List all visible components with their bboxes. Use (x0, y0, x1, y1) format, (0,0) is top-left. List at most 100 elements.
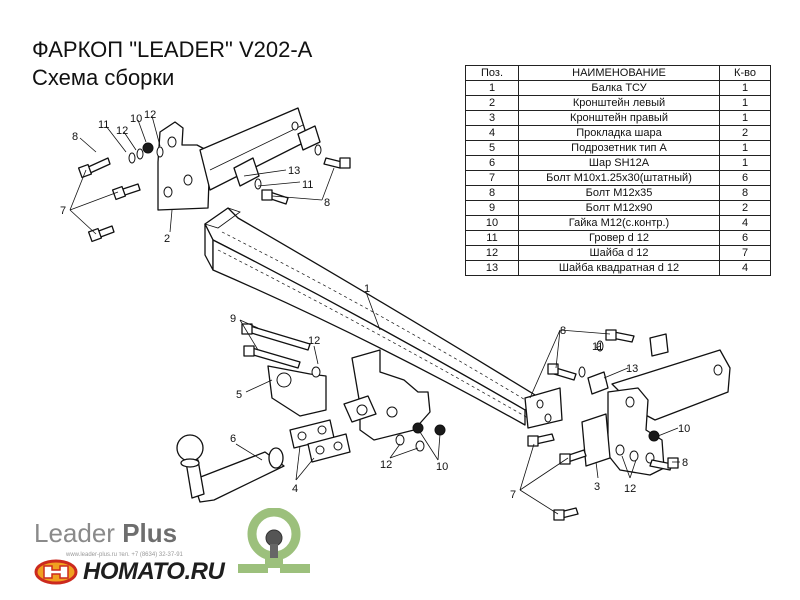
callout-2: 2 (164, 233, 170, 245)
callout-8: 8 (72, 131, 78, 143)
flat-washer (615, 444, 625, 456)
row-name: Шайба квадратная d 12 (518, 260, 720, 276)
callout-3: 3 (594, 481, 600, 493)
socket-hole (276, 372, 292, 388)
bolt-m12x35 (261, 189, 289, 205)
bolt-m12x35 (77, 157, 111, 179)
square-washer (587, 371, 609, 395)
spacer-hole (317, 425, 327, 435)
flat-washer (311, 366, 321, 378)
plate-hole (356, 404, 368, 416)
socket-holder (267, 365, 327, 417)
flat-washer (395, 434, 405, 446)
ball-spacers (289, 419, 351, 463)
callout-10: 10 (678, 423, 690, 435)
bolt-m10x30 (559, 449, 587, 465)
flat-washer (156, 146, 164, 158)
callout-13: 13 (288, 165, 300, 177)
fasteners (128, 142, 660, 462)
spring-washer (128, 152, 136, 164)
brand-name-bold: Plus (122, 518, 178, 548)
callout-10: 10 (130, 113, 142, 125)
nut-m12 (412, 422, 424, 434)
row-quantity: 1 (719, 140, 771, 156)
diagram-title: ФАРКОП "LEADER" V202-A (32, 37, 313, 62)
ball-mount-plates (343, 349, 431, 441)
callout-5: 5 (236, 389, 242, 401)
square-washer (649, 333, 669, 357)
bolt-m12x35 (605, 329, 635, 343)
flat-washer (629, 450, 639, 462)
nut-m12 (648, 430, 660, 442)
spring-washer (254, 178, 262, 190)
spring-washer (314, 144, 322, 156)
bracket-hole (183, 174, 193, 186)
callout-7: 7 (510, 489, 516, 501)
bolt-m10x30 (527, 433, 555, 447)
callout-8: 8 (324, 197, 330, 209)
row-position: 13 (465, 260, 519, 276)
callout-1: 1 (364, 283, 370, 295)
spring-washer (578, 366, 586, 378)
row-name: Подрозетник тип А (518, 140, 720, 156)
nut-m12 (434, 424, 446, 436)
bolt-m10x30 (87, 225, 115, 243)
callout-12: 12 (624, 483, 636, 495)
left-bracket (157, 107, 321, 211)
plate-hole (544, 413, 552, 423)
spacer-hole (315, 445, 325, 455)
flat-washer (136, 148, 144, 160)
callout-8: 8 (560, 325, 566, 337)
callout-11: 11 (592, 341, 603, 353)
bracket-hole (713, 364, 723, 376)
diagram-title-block: ФАРКОП "LEADER" V202-A Схема сборки (32, 36, 312, 92)
callout-8: 8 (682, 457, 688, 469)
beam-end-plate (524, 387, 563, 429)
bracket-hole (167, 136, 177, 148)
plate-hole (536, 399, 544, 409)
bracket-hole (291, 121, 299, 131)
bolt-m12x90 (243, 345, 301, 369)
callout-4: 4 (292, 483, 298, 495)
square-washer (233, 157, 260, 187)
row-name: Гайка М12(с.контр.) (518, 215, 720, 231)
bolt-m12x35 (649, 457, 679, 471)
leader-lines (69, 115, 680, 515)
brand-contact: www.leader-plus.ru тел. +7 (8634) 32-37-… (66, 552, 183, 558)
bolt-m10x30 (111, 183, 141, 201)
callout-12: 12 (144, 109, 156, 121)
callout-11: 11 (302, 179, 313, 191)
callout-12: 12 (380, 459, 392, 471)
row-quantity: 4 (719, 260, 771, 276)
callout-12: 12 (116, 125, 128, 137)
brand-domain: HOMATO.RU (83, 558, 225, 585)
tow-ball (176, 434, 285, 503)
bolt-m10x30 (553, 507, 579, 521)
parts-table-header-row: Поз. НАИМЕНОВАНИЕ К-во (465, 65, 771, 81)
callout-13: 13 (626, 363, 638, 375)
square-washer (297, 125, 321, 151)
spacer-hole (333, 441, 343, 451)
callout-6: 6 (230, 433, 236, 445)
bolt-m12x90 (241, 323, 311, 351)
row-name: Шар SH12A (518, 155, 720, 171)
callout-7: 7 (60, 205, 66, 217)
bolt-m12x35 (323, 157, 351, 169)
callout-11: 11 (98, 119, 109, 131)
bracket-hole (625, 396, 635, 408)
callout-9: 9 (230, 313, 236, 325)
callout-labels: 8 11 12 10 12 7 2 13 11 8 1 9 12 5 6 4 1… (60, 109, 690, 501)
header-position: Поз. (465, 65, 519, 81)
brand-name-light: Leader (34, 518, 115, 548)
callout-10: 10 (436, 461, 448, 473)
callout-12: 12 (308, 335, 320, 347)
leader-plus-logo-icon (238, 508, 310, 573)
brand-name: Leader Plus (34, 518, 177, 549)
nut-m12 (142, 142, 154, 154)
